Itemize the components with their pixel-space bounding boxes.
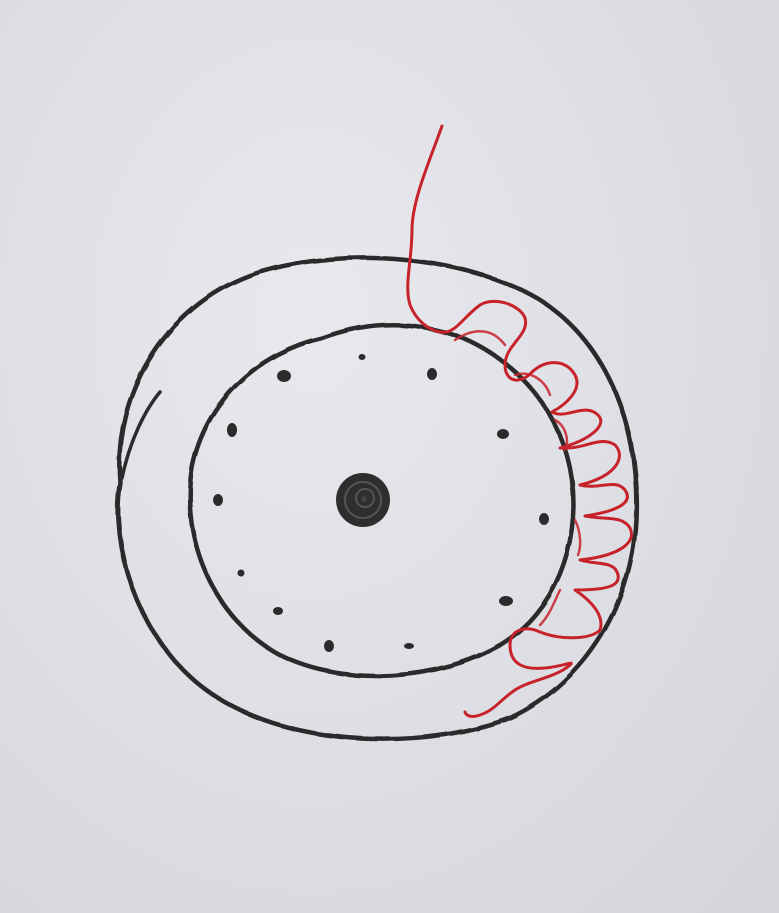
bolt-dot <box>539 513 549 525</box>
bolt-dot <box>213 494 223 506</box>
bolt-dot <box>499 596 513 606</box>
red-coil-inner <box>455 331 580 625</box>
bolt-dot <box>277 370 291 382</box>
bolt-dot <box>238 570 245 577</box>
bolt-dot <box>227 423 237 437</box>
bolt-dot <box>359 354 366 360</box>
bolt-dot <box>404 643 414 649</box>
hub-icon <box>336 473 390 527</box>
bolt-dot <box>427 368 437 380</box>
bolt-dot <box>497 429 509 439</box>
bolt-dot <box>324 640 334 652</box>
bolt-dot <box>273 607 283 615</box>
